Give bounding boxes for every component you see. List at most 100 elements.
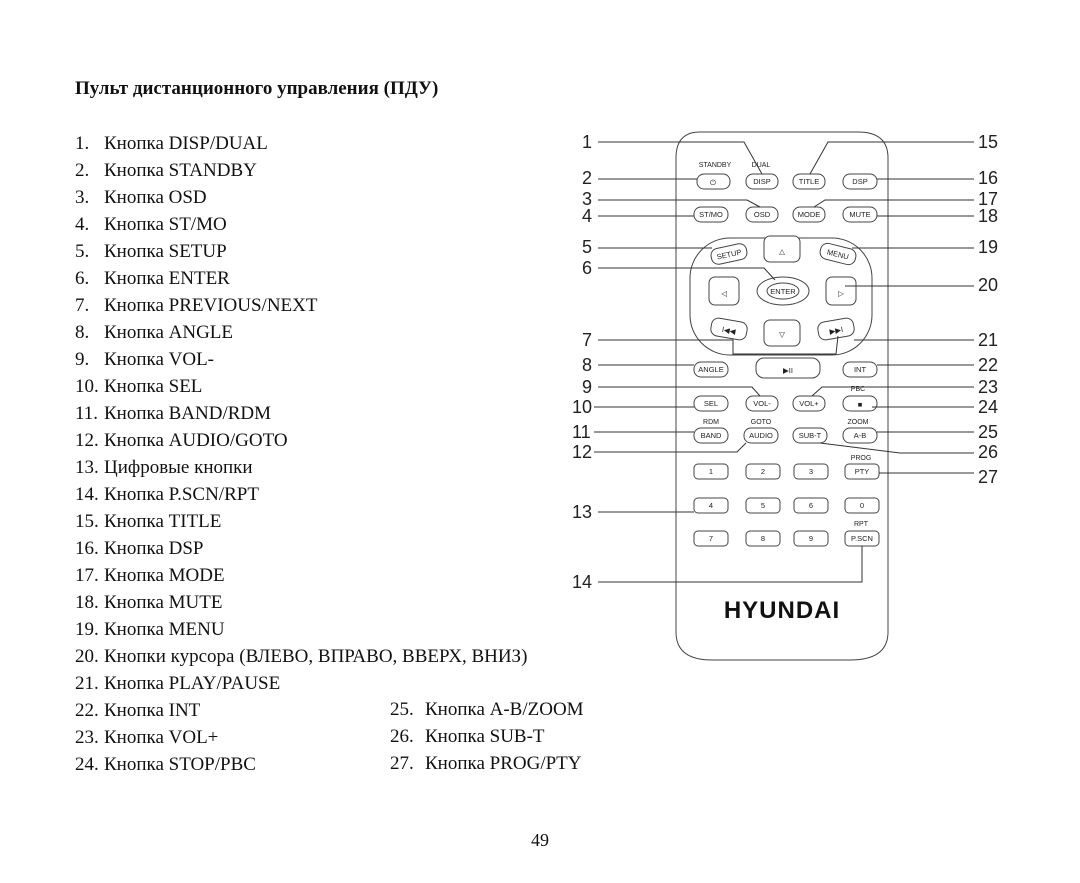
- item-label: Кнопка DSP: [104, 538, 204, 559]
- callout-6: 6: [582, 258, 592, 278]
- callout-21: 21: [978, 330, 998, 350]
- digit-5-label: 5: [761, 501, 765, 510]
- band-button[interactable]: [693, 427, 729, 444]
- page-title: Пульт дистанционного управления (ПДУ): [75, 78, 439, 99]
- stop-button[interactable]: [842, 395, 878, 412]
- mute-button[interactable]: [842, 206, 878, 223]
- callout-5: 5: [582, 237, 592, 257]
- menu-button[interactable]: [819, 242, 858, 266]
- callout-1: 1: [582, 132, 592, 152]
- digit-6-button[interactable]: [793, 497, 829, 514]
- item-label: Кнопка PREVIOUS/NEXT: [104, 295, 318, 316]
- enter-label: ENTER: [770, 287, 796, 296]
- item-number: 9.: [75, 349, 90, 370]
- item-label: Цифровые кнопки: [104, 457, 253, 478]
- item-label: Кнопка DISP/DUAL: [104, 133, 268, 154]
- previous-icon: I◀◀: [721, 325, 736, 336]
- item-label: Кнопка BAND/RDM: [104, 403, 272, 424]
- sel-button[interactable]: [693, 395, 729, 412]
- up-arrow-button[interactable]: [763, 235, 801, 263]
- item-label: Кнопка A-B/ZOOM: [425, 699, 584, 720]
- standby-button[interactable]: [696, 173, 731, 190]
- int-label: INT: [854, 365, 867, 374]
- up-arrow-icon: △: [779, 247, 785, 256]
- callout-7: 7: [582, 330, 592, 350]
- title-label: TITLE: [799, 177, 819, 186]
- item-number: 19.: [75, 619, 99, 640]
- item-label: Кнопка STOP/PBC: [104, 754, 256, 775]
- digit-3-label: 3: [809, 467, 813, 476]
- title-button[interactable]: [792, 173, 826, 190]
- list-item: 5.Кнопка SETUP: [75, 238, 527, 265]
- leader-lines-right: [809, 141, 974, 474]
- item-number: 25.: [390, 699, 414, 720]
- digit-3-button[interactable]: [793, 463, 829, 480]
- list-item: 25. Кнопка A-B/ZOOM: [390, 696, 584, 723]
- item-label: Кнопка ENTER: [104, 268, 230, 289]
- osd-label: OSD: [754, 210, 771, 219]
- digit-2-button[interactable]: [745, 463, 781, 480]
- item-label: Кнопка STANDBY: [104, 160, 257, 181]
- previous-button[interactable]: [710, 317, 749, 341]
- item-label: Кнопка MENU: [104, 619, 225, 640]
- digit-9-button[interactable]: [793, 530, 829, 547]
- power-icon: ⏻: [710, 178, 717, 187]
- item-number: 27.: [390, 753, 414, 774]
- rdm-label: RDM: [703, 419, 719, 426]
- digit-1-label: 1: [709, 467, 713, 476]
- item-label: Кнопка ST/MO: [104, 214, 227, 235]
- item-number: 1.: [75, 133, 90, 154]
- item-number: 16.: [75, 538, 99, 559]
- vol-plus-label: VOL+: [799, 399, 819, 408]
- standby-label: STANDBY: [699, 162, 732, 169]
- digit-5-button[interactable]: [745, 497, 781, 514]
- item-label: Кнопка P.SCN/RPT: [104, 484, 259, 505]
- list-item: 9.Кнопка VOL-: [75, 346, 527, 373]
- callout-19: 19: [978, 237, 998, 257]
- item-label: Кнопка MODE: [104, 565, 225, 586]
- prog-label: PROG: [851, 455, 872, 462]
- list-item: 2.Кнопка STANDBY: [75, 157, 527, 184]
- list-item: 18.Кнопка MUTE: [75, 589, 527, 616]
- down-arrow-button[interactable]: [763, 319, 801, 347]
- callout-27: 27: [978, 467, 998, 487]
- list-item: 23.Кнопка VOL+: [75, 724, 527, 751]
- list-item: 4.Кнопка ST/MO: [75, 211, 527, 238]
- digit-4-button[interactable]: [693, 497, 729, 514]
- audio-button[interactable]: [743, 427, 779, 444]
- callout-4: 4: [582, 206, 592, 226]
- stop-icon: ■: [858, 400, 863, 409]
- angle-button[interactable]: [693, 361, 729, 378]
- list-item: 27.Кнопка PROG/PTY: [390, 750, 584, 777]
- down-arrow-icon: ▽: [779, 330, 785, 339]
- dsp-button[interactable]: [842, 173, 878, 190]
- mode-button[interactable]: [792, 206, 826, 223]
- list-item: 21.Кнопка PLAY/PAUSE: [75, 670, 527, 697]
- osd-button[interactable]: [745, 206, 779, 223]
- int-button[interactable]: [842, 361, 878, 378]
- ab-button[interactable]: [842, 427, 878, 444]
- pty-button[interactable]: [844, 463, 880, 480]
- right-arrow-button[interactable]: [825, 276, 857, 306]
- list-item: 12.Кнопка AUDIO/GOTO: [75, 427, 527, 454]
- list-item: 6.Кнопка ENTER: [75, 265, 527, 292]
- callout-10: 10: [572, 397, 592, 417]
- left-arrow-icon: ◁: [721, 289, 727, 298]
- vol-plus-button[interactable]: [792, 395, 826, 412]
- item-label: Кнопка MUTE: [104, 592, 223, 613]
- pbc-label: PBC: [851, 386, 865, 393]
- digit-1-button[interactable]: [693, 463, 729, 480]
- digit-7-button[interactable]: [693, 530, 729, 547]
- digit-0-button[interactable]: [844, 497, 880, 514]
- left-arrow-button[interactable]: [708, 276, 740, 306]
- play-pause-button[interactable]: [755, 357, 821, 379]
- leader-lines-left: [594, 141, 863, 583]
- vol-minus-button[interactable]: [745, 395, 779, 412]
- button-list-column-2: 25.Кнопка A-B/ZOOM 26.Кнопка SUB-T 27.Кн…: [390, 696, 584, 777]
- digit-7-label: 7: [709, 534, 713, 543]
- setup-button[interactable]: [710, 242, 749, 265]
- digit-8-button[interactable]: [745, 530, 781, 547]
- stmo-button[interactable]: [693, 206, 729, 223]
- subt-button[interactable]: [792, 427, 828, 444]
